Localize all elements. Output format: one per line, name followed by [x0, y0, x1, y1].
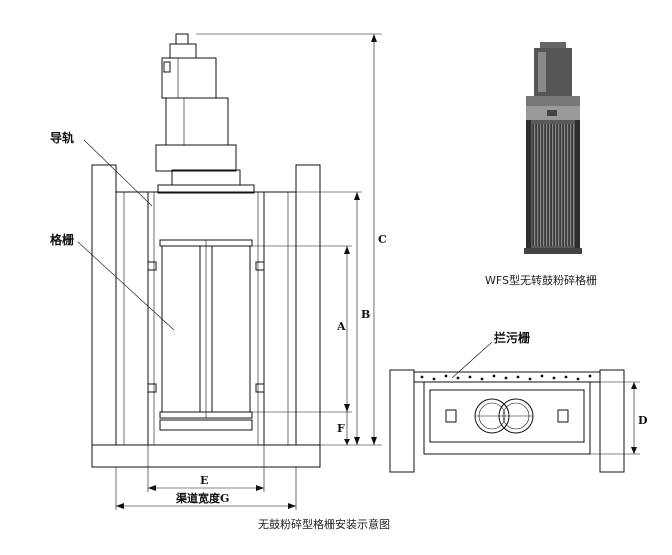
left-wall	[91, 164, 117, 446]
guide-rail-label: 导轨	[50, 130, 74, 145]
front-view: 导轨 格栅 C B A F E 渠道宽度G 无鼓粉碎型格栅安装示意图	[50, 33, 390, 531]
dim-f: F	[337, 422, 345, 435]
dim-a: A	[336, 320, 346, 333]
product-photo: WFS型无转鼓粉碎格栅	[485, 42, 597, 287]
side-view: 拦污栅 D	[389, 330, 648, 473]
right-wall	[295, 164, 321, 446]
dim-b: B	[361, 308, 370, 321]
guide-rail-frame	[147, 191, 265, 446]
screen-left	[161, 245, 201, 413]
channel-floor	[91, 444, 321, 468]
figure-caption: 无鼓粉碎型格栅安装示意图	[258, 517, 390, 531]
side-left-wall	[389, 369, 415, 473]
dim-g: 渠道宽度G	[176, 491, 229, 505]
dim-d: D	[638, 414, 648, 427]
trash-rack-label: 拦污栅	[494, 330, 530, 345]
dim-c: C	[378, 233, 387, 246]
screen-right	[211, 245, 251, 413]
trash-rack	[413, 371, 601, 383]
dim-e: E	[200, 474, 208, 487]
photo-caption: WFS型无转鼓粉碎格栅	[485, 273, 597, 287]
grille-label: 格栅	[50, 232, 74, 247]
side-right-wall	[599, 369, 625, 473]
